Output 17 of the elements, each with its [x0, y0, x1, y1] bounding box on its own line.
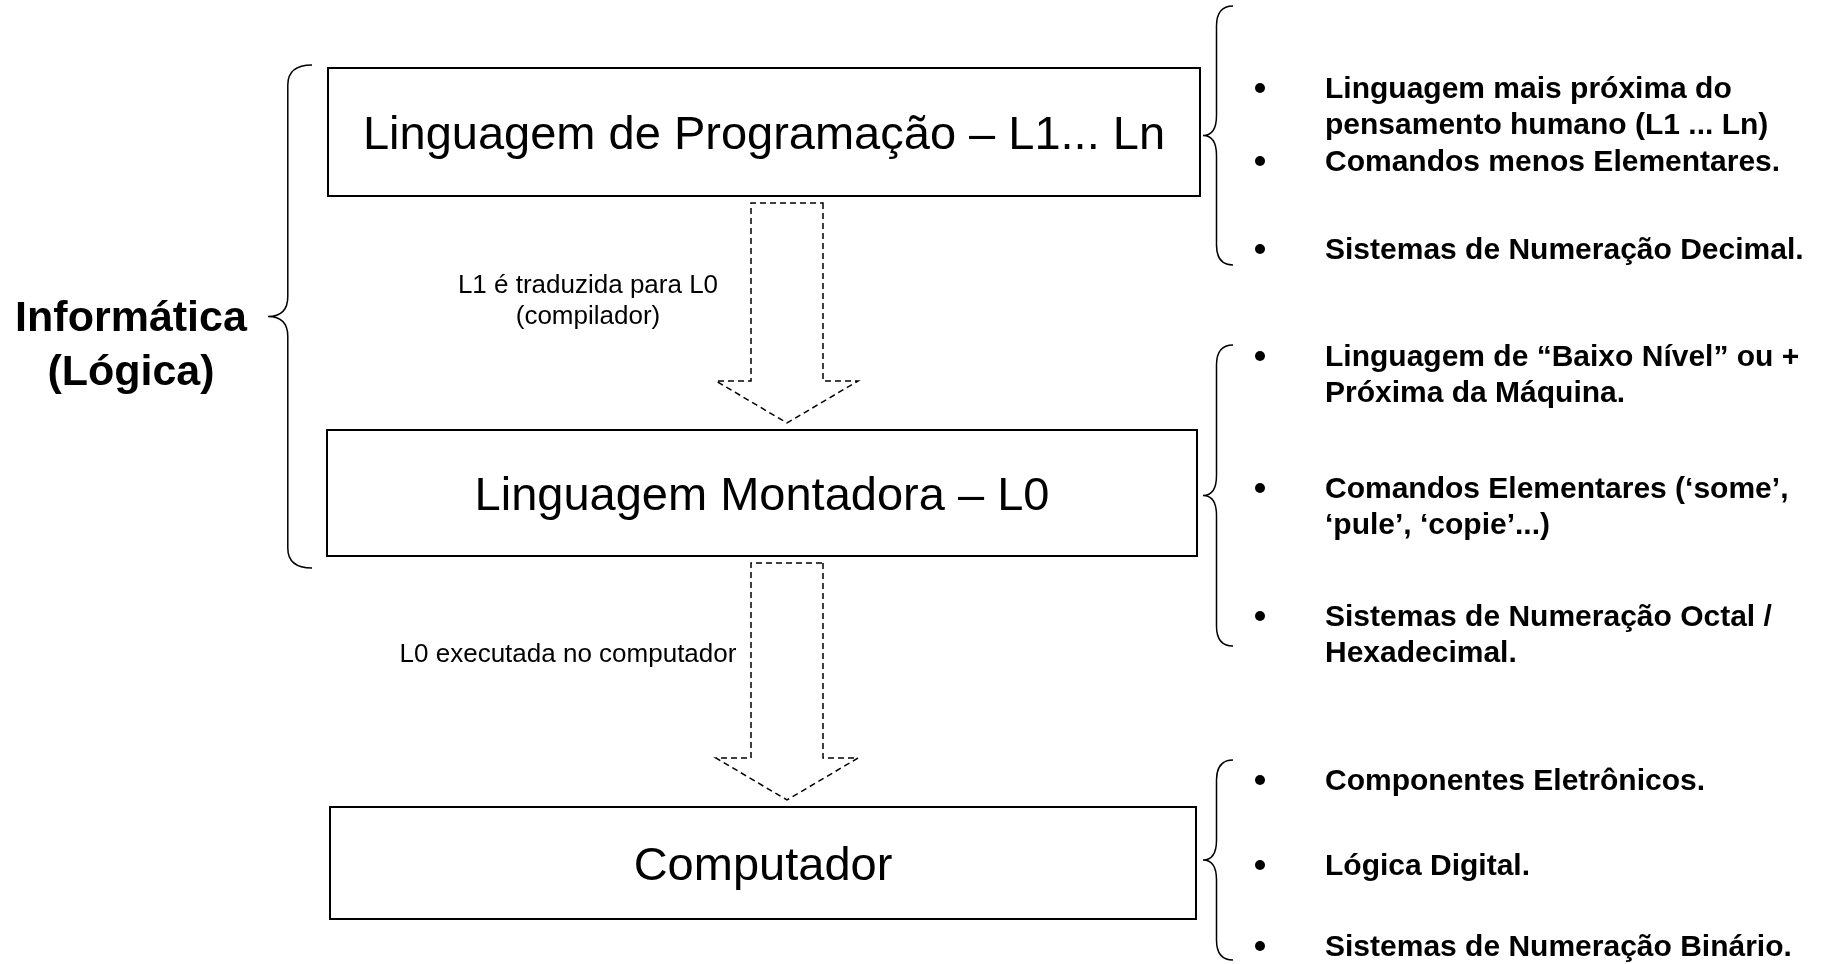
bullet-text: Sistemas de Numeração Octal / Hexadecimal. [1325, 598, 1773, 670]
bullet-text: Sistemas de Numeração Binário. [1325, 928, 1793, 964]
bullet-text: Componentes Eletrônicos. [1325, 762, 1707, 798]
heading-label: Informática (Lógica) [14, 291, 249, 396]
box-title: Computador [633, 835, 893, 891]
bullet-text: Linguagem de “Baixo Nível” ou + Próxima da Máquina. [1325, 338, 1801, 410]
process-box [327, 67, 1201, 197]
bullet-text: Comandos Elementares (‘some’, ‘pule’, ‘copie’...) [1325, 470, 1790, 542]
process-box [326, 429, 1198, 557]
bullet-text: Sistemas de Numeração Decimal. [1325, 231, 1805, 267]
box-title: Linguagem Montadora – L0 [474, 465, 1050, 521]
bullet-text: Comandos menos Elementares. [1325, 143, 1782, 179]
block-arrow [713, 562, 861, 801]
box-title: Linguagem de Programação – L1... Ln [362, 104, 1166, 160]
bullet-text: Linguagem mais próxima do pensamento humano (L1 ... Ln) [1325, 70, 1770, 142]
bullet-text: Lógica Digital. [1325, 847, 1532, 883]
process-box [329, 806, 1197, 920]
